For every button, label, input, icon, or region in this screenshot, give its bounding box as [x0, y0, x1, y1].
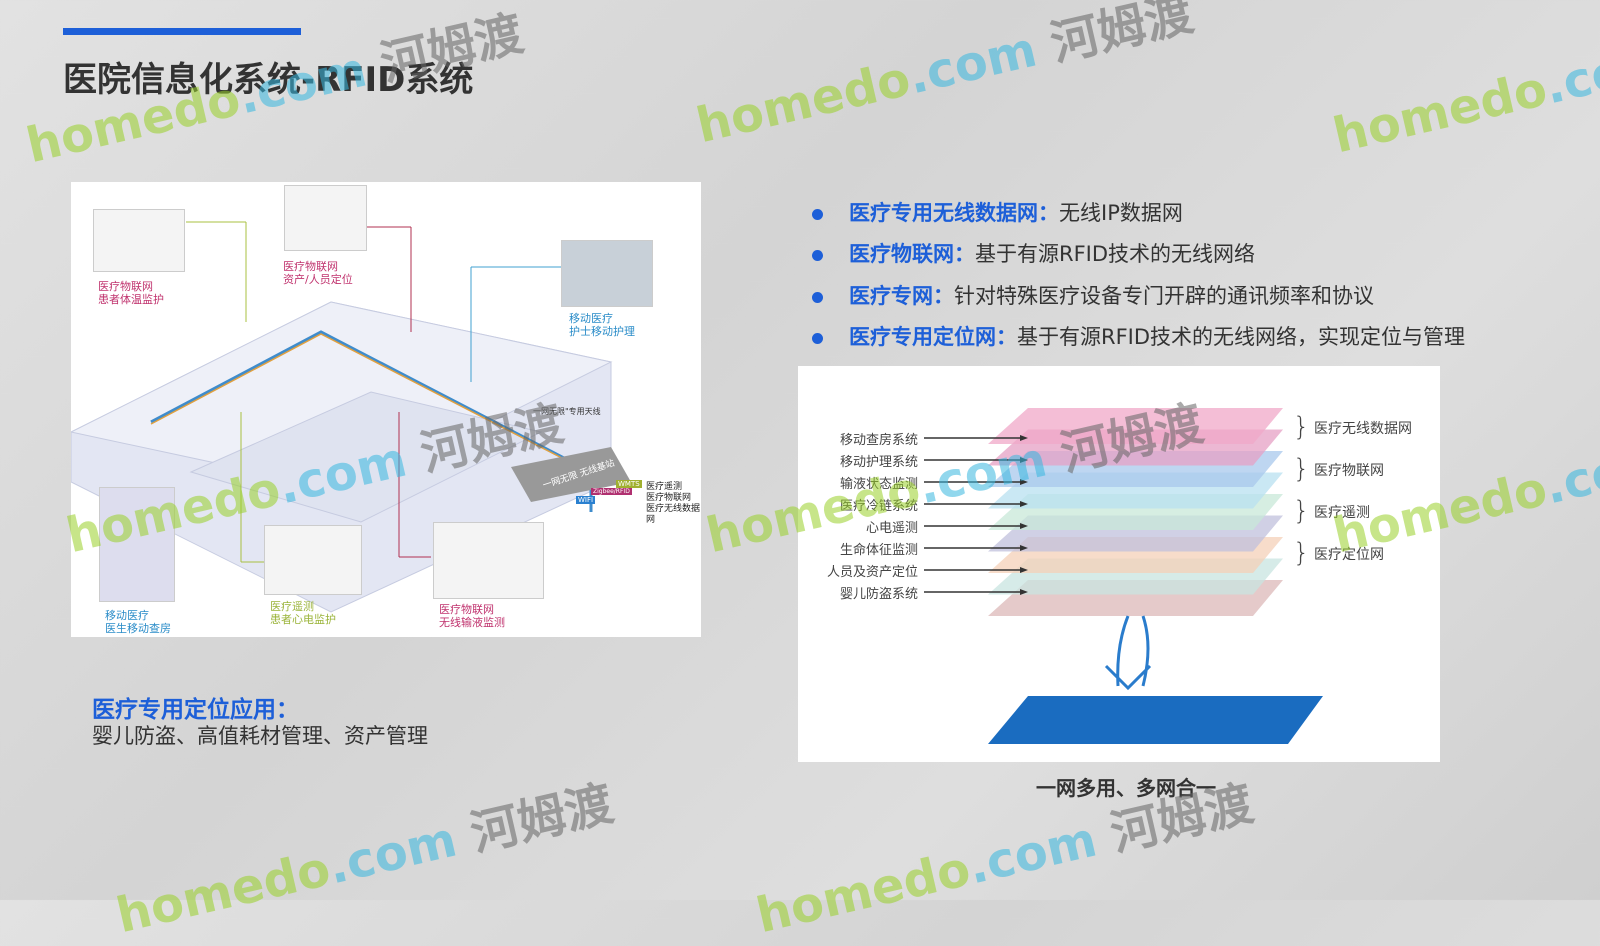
thermometer-tag-photo [93, 209, 185, 272]
hospital-network-illustration: 医疗物联网患者体温监护 医疗物联网资产/人员定位 移动医疗护士移动护理 移动医疗… [71, 182, 701, 637]
network-layer [988, 408, 1283, 444]
bullet-item: 医疗专用定位网：基于有源RFID技术的无线网络，实现定位与管理 [812, 321, 1465, 351]
label-ecg: 医疗遥测患者心电监护 [270, 600, 336, 626]
network-layer-diagram: 移动查房系统移动护理系统输液状态监测医疗冷链系统心电遥测生命体征监测人员及资产定… [798, 366, 1440, 762]
watermark-text: homedo [691, 50, 916, 155]
arrowhead-icon [1020, 567, 1028, 573]
system-label: 输液状态监测 [839, 477, 918, 492]
band-wmts: WMTS [616, 480, 642, 488]
system-label: 移动护理系统 [839, 455, 918, 470]
unified-network-layer [988, 696, 1323, 744]
system-label: 婴儿防盗系统 [839, 587, 918, 602]
watermark-text: .com [1539, 31, 1600, 116]
watermark-text: .com [1539, 431, 1600, 516]
label-nurse-mobile: 移动医疗护士移动护理 [569, 312, 635, 338]
network-label: 医疗无线数据网 [1314, 421, 1412, 437]
watermark-text: .com [902, 21, 1042, 106]
brace-icon: } [1293, 496, 1310, 526]
watermark-text: 河姆渡 [1045, 0, 1199, 73]
label-infusion: 医疗物联网无线输液监测 [439, 603, 505, 629]
brace-icon: } [1293, 412, 1310, 442]
band-labels: 医疗遥测医疗物联网医疗无线数据网 [646, 482, 701, 525]
network-label: 医疗定位网 [1314, 547, 1384, 563]
band-wifi: WIFI [576, 496, 596, 504]
arrowhead-icon [1020, 523, 1028, 529]
arrowhead-icon [1020, 545, 1028, 551]
watermark: homedo.com 河姆渡 [689, 0, 1199, 156]
bullet-dot-icon [812, 332, 823, 344]
system-label: 移动查房系统 [839, 433, 918, 448]
band-zigbee: Zigbee/RFID [591, 488, 632, 495]
application-heading: 医疗专用定位应用： [92, 697, 299, 723]
arrowhead-icon [1020, 501, 1028, 507]
system-label: 生命体征监测 [839, 543, 918, 558]
application-text: 婴儿防盗、高值耗材管理、资产管理 [92, 724, 428, 748]
watermark-text: 河姆渡 [465, 775, 619, 863]
merge-arrow-icon [1104, 615, 1152, 691]
bullet-dot-icon [812, 208, 823, 220]
brace-icon: } [1293, 454, 1310, 484]
ecg-monitor-photo [264, 525, 362, 595]
brace-icon: } [1293, 538, 1310, 568]
arrowhead-icon [1020, 479, 1028, 485]
bullet-item: 医疗物联网：基于有源RFID技术的无线网络 [812, 238, 1255, 268]
watermark: homedo.com [1328, 32, 1600, 165]
infusion-monitor-photo [433, 522, 544, 599]
network-label: 医疗物联网 [1314, 463, 1384, 479]
diagram-caption: 一网多用、多网合一 [1036, 776, 1216, 800]
doctor-photo [99, 487, 175, 602]
system-label: 医疗冷链系统 [839, 499, 918, 514]
bullet-item: 医疗专用无线数据网：无线IP数据网 [812, 197, 1183, 227]
arrowhead-icon [1020, 435, 1028, 441]
layer-stack [924, 408, 1323, 744]
label-doctor-rounds: 移动医疗医生移动查房 [105, 609, 171, 635]
nurse-pda-photo [561, 240, 653, 307]
watermark-text: .com [322, 811, 462, 896]
watermark-text: .com [962, 811, 1102, 896]
arrowhead-icon [1020, 589, 1028, 595]
watermark-text: homedo [111, 840, 336, 945]
watermark-text: homedo [751, 840, 976, 945]
title-accent-bar [63, 28, 301, 35]
antenna-label: 一网无限"专用天线 [533, 407, 601, 416]
watermark-text: homedo [1328, 60, 1553, 165]
arrowhead-icon [1020, 457, 1028, 463]
bullet-item: 医疗专网：针对特殊医疗设备专门开辟的通讯频率和协议 [812, 280, 1374, 310]
bullet-dot-icon [812, 249, 823, 261]
label-temperature: 医疗物联网患者体温监护 [98, 280, 164, 306]
page-title: 医院信息化系统-RFID系统 [63, 60, 474, 100]
bullet-dot-icon [812, 291, 823, 303]
label-asset-location: 医疗物联网资产/人员定位 [283, 260, 353, 286]
location-tag-photo [284, 185, 367, 251]
network-label: 医疗遥测 [1314, 505, 1370, 521]
watermark: homedo.com 河姆渡 [109, 764, 619, 946]
system-label: 人员及资产定位 [826, 565, 918, 580]
system-label: 心电遥测 [865, 521, 918, 536]
